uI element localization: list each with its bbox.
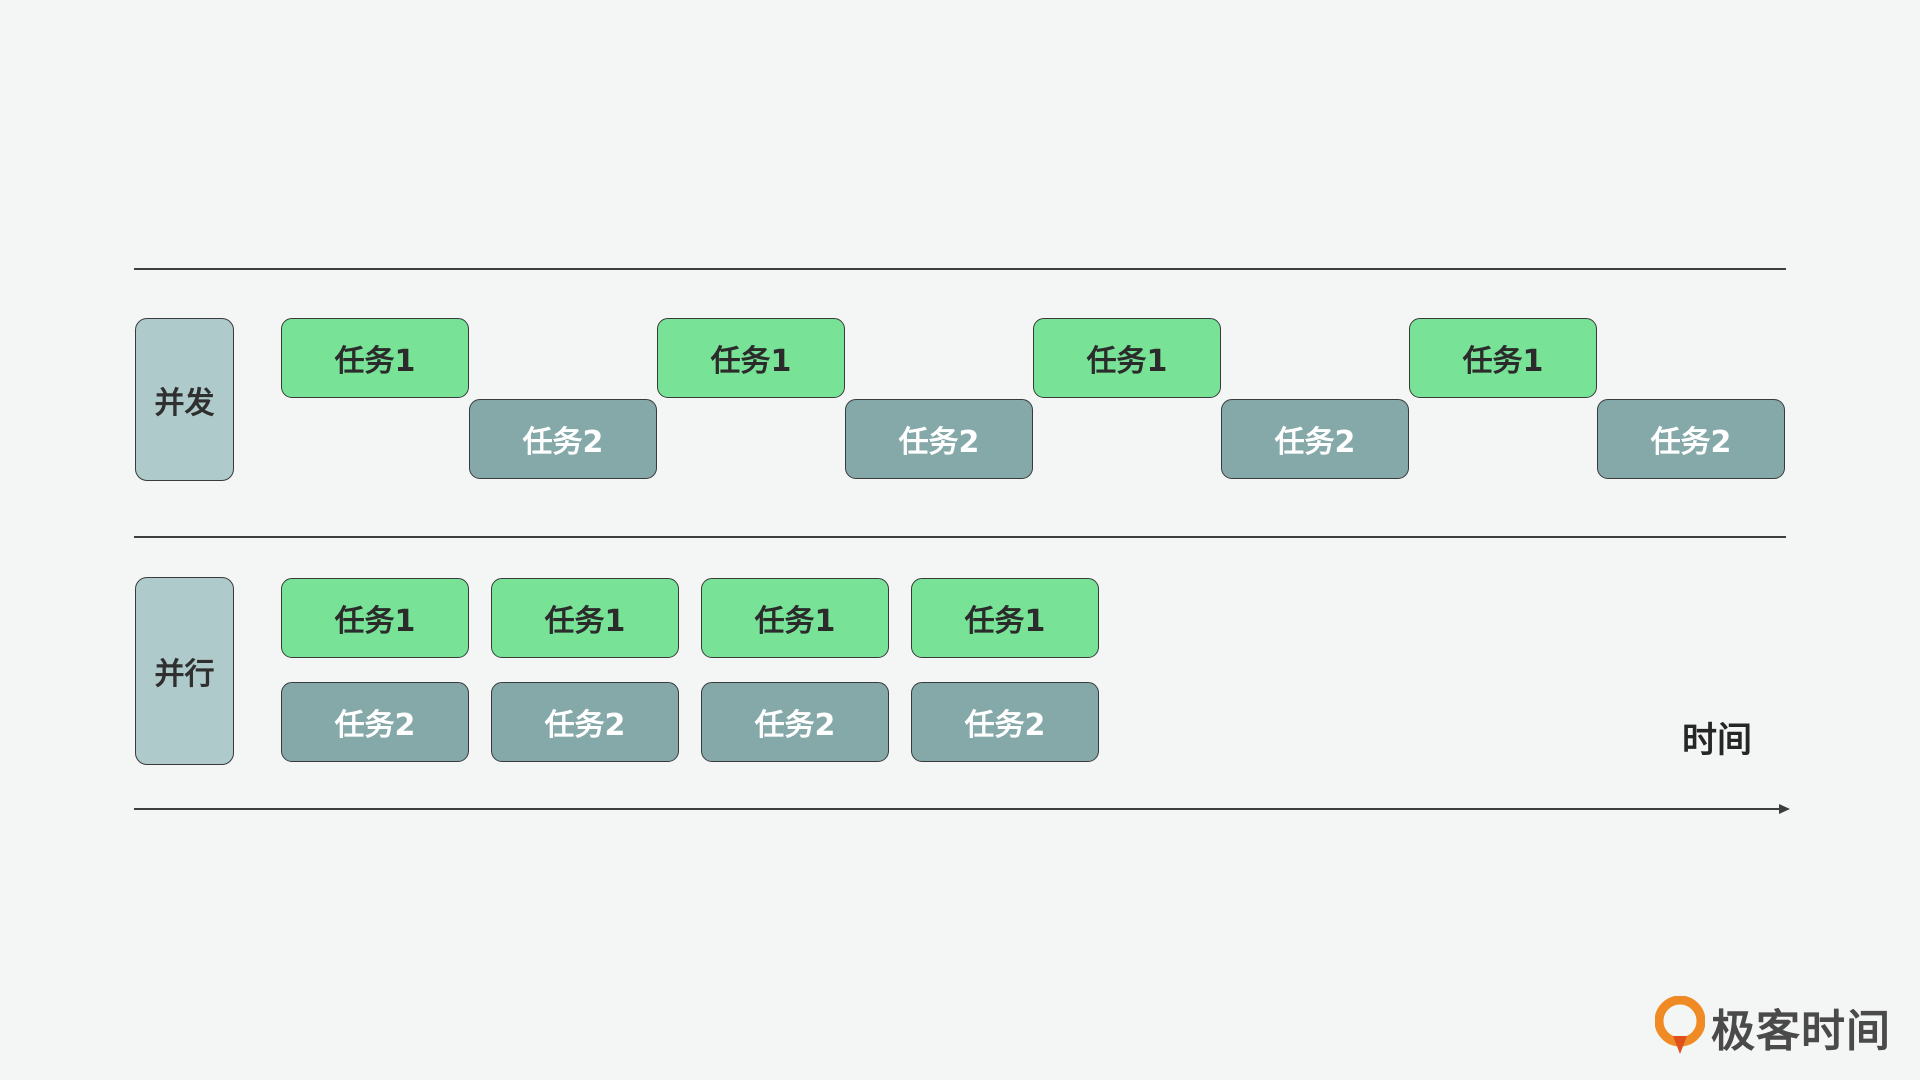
parallelism-label: 并行 [135,577,234,765]
concurrency-task-2: 任务2 [469,399,657,479]
brand-q-icon [1655,996,1705,1054]
brand-logo: 极客时间 [1655,995,1891,1059]
parallel-task-2: 任务2 [701,682,889,762]
concurrency-task-2: 任务2 [1597,399,1785,479]
concurrency-task-1: 任务1 [1033,318,1221,398]
parallel-task-1: 任务1 [911,578,1099,658]
brand-name: 极客时间 [1711,1006,1891,1057]
concurrency-label: 并发 [135,318,234,481]
concurrency-task-2: 任务2 [1221,399,1409,479]
concurrency-task-1: 任务1 [657,318,845,398]
concurrency-task-1: 任务1 [1409,318,1597,398]
concurrency-task-1: 任务1 [281,318,469,398]
parallel-task-2: 任务2 [491,682,679,762]
parallel-task-2: 任务2 [911,682,1099,762]
concurrency-task-2: 任务2 [845,399,1033,479]
time-axis-arrow [134,804,1790,814]
parallel-task-1: 任务1 [701,578,889,658]
time-axis-label: 时间 [1682,721,1753,761]
middle-divider [134,536,1786,538]
parallel-task-2: 任务2 [281,682,469,762]
top-divider [134,268,1786,270]
parallel-task-1: 任务1 [491,578,679,658]
parallel-task-1: 任务1 [281,578,469,658]
